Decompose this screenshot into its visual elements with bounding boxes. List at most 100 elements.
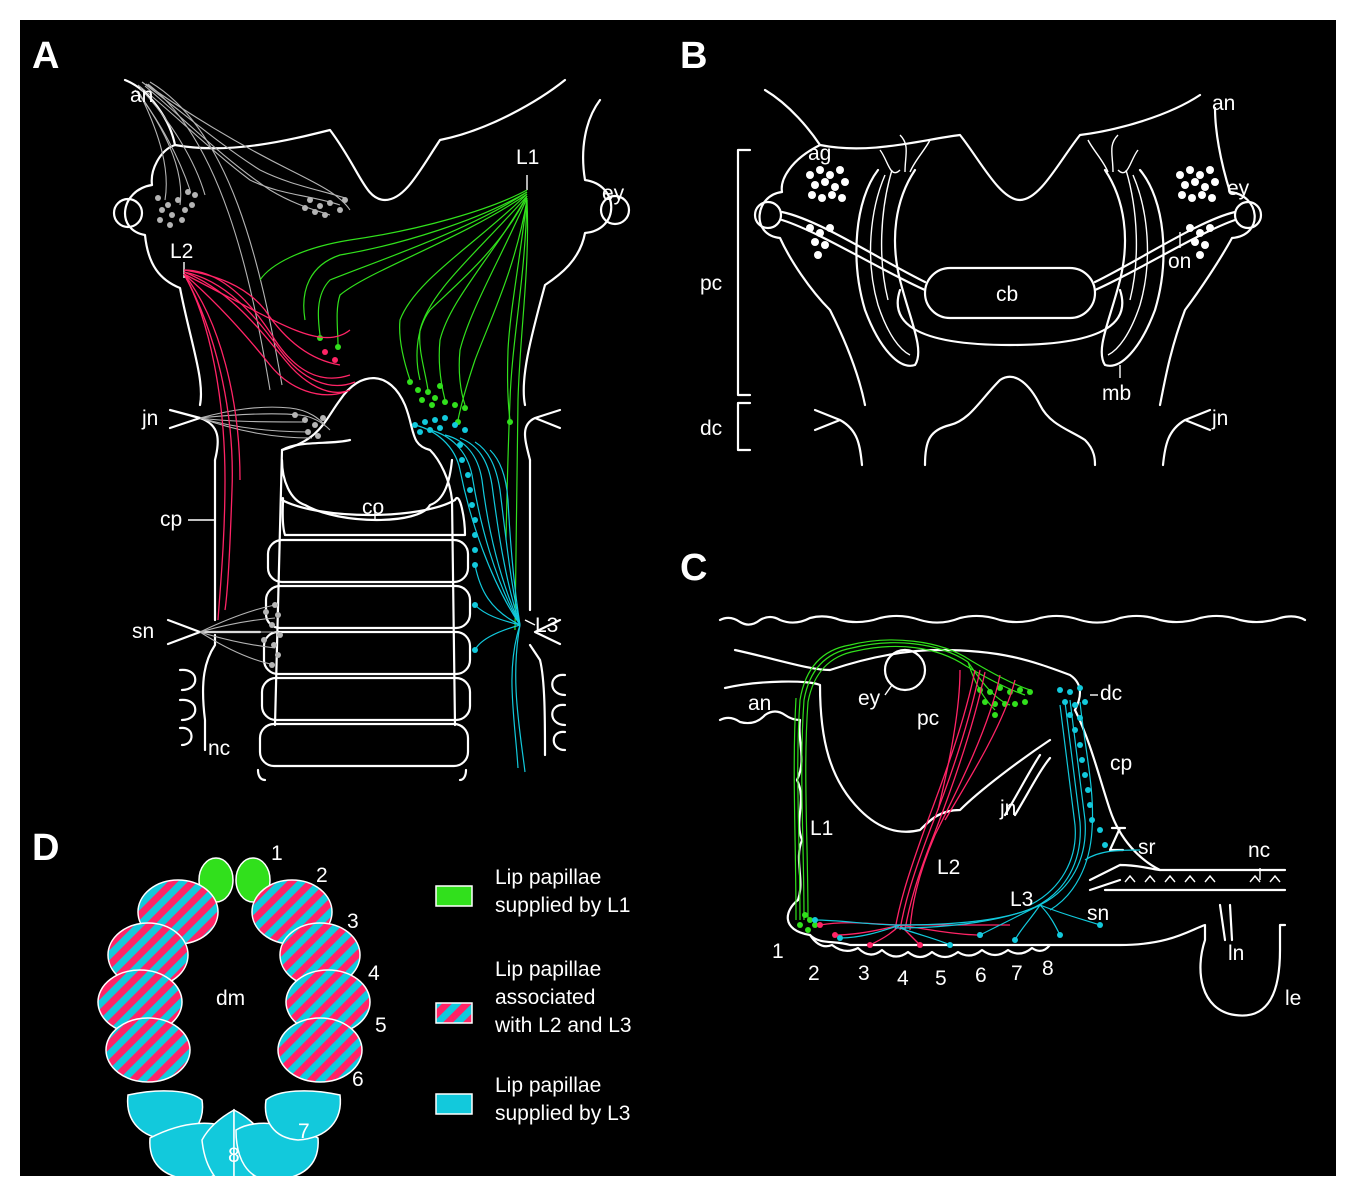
panel-c-small-ticks	[1125, 876, 1280, 882]
panel-c-label-cp: cp	[1110, 752, 1132, 775]
panel-a-jn-right	[525, 410, 560, 460]
papilla-5-right	[278, 1018, 362, 1082]
panel-c-label-l1: L1	[810, 817, 833, 840]
panel-a: A	[32, 35, 629, 780]
panel-b-label-ag: ag	[808, 142, 831, 165]
panel-b-ag-cluster-left	[806, 166, 849, 259]
panel-c-label-le: le	[1285, 987, 1301, 1010]
figure-frame: A	[20, 20, 1336, 1176]
panel-c-papilla-number: 6	[975, 964, 987, 987]
panel-b-label-an: an	[1212, 92, 1235, 115]
panel-a-label-l1: L1	[516, 146, 539, 169]
legend-text-line: Lip papillae	[495, 958, 601, 981]
panel-c-papilla-numbers: 1 2 3 4 5 6 7 8	[772, 940, 1054, 990]
panel-a-label-sn: sn	[132, 620, 154, 643]
panel-a-head-outline	[125, 80, 565, 200]
panel-b-label-mb: mb	[1102, 382, 1131, 405]
panel-a-l2-nerve-fibers	[184, 262, 355, 620]
panel-c-papilla-number: 2	[808, 962, 820, 985]
panel-b-dc-bracket	[738, 403, 750, 450]
panel-d-label-dm: dm	[216, 987, 245, 1010]
panel-a-ventral-rings	[258, 498, 470, 780]
panel-a-l1-nerve-dots	[317, 335, 513, 425]
panel-c-eye	[885, 650, 925, 690]
panel-b-label-cb: cb	[996, 283, 1018, 306]
legend-text-line: Lip papillae	[495, 1074, 601, 1097]
panel-b-label-jn: jn	[1211, 407, 1228, 430]
figure-canvas: A	[20, 20, 1336, 1176]
panel-a-jn-nerve-fibers	[200, 407, 330, 439]
panel-c-l3-nerve-dots	[812, 685, 1108, 948]
lip-papillae-ring	[98, 858, 370, 1176]
panel-b-eye-right	[1235, 202, 1261, 228]
panel-b-pc-bracket	[738, 150, 750, 395]
panel-a-label-ey: ey	[602, 182, 625, 205]
panel-d-papilla-number: 3	[347, 910, 359, 933]
papilla-5-left	[106, 1018, 190, 1082]
panel-c-label-an: an	[748, 692, 771, 715]
legend-text-line: associated	[495, 986, 595, 1009]
panel-c-letter: C	[680, 547, 707, 589]
panel-c-label-ey: ey	[858, 687, 881, 710]
panel-a-label-l2: L2	[170, 240, 193, 263]
panel-c-label-nc: nc	[1248, 839, 1270, 862]
panel-a-label-cp: cp	[160, 508, 182, 531]
panel-b-label-dc: dc	[700, 417, 722, 440]
panel-a-body-left-wall	[203, 460, 215, 750]
panel-a-an-nerve-fibers	[135, 82, 350, 390]
legend-swatch-striped	[436, 1003, 472, 1023]
panel-c: C	[680, 547, 1305, 1016]
panel-a-label-l3: L3	[535, 614, 558, 637]
panel-b-label-on: on	[1168, 250, 1191, 273]
panel-b: B	[680, 35, 1261, 465]
legend-text-line: supplied by L1	[495, 894, 630, 917]
panel-c-label-jn: jn	[999, 797, 1016, 820]
panel-d-letter: D	[32, 827, 59, 869]
panel-b-letter: B	[680, 35, 707, 77]
panel-a-nc-right-folds	[552, 675, 565, 750]
panel-c-papilla-number: 7	[1011, 962, 1023, 985]
panel-c-papilla-number: 4	[897, 967, 909, 990]
panel-d-papilla-number: 4	[368, 962, 380, 985]
panel-c-ey-tick	[885, 685, 892, 695]
panel-c-papilla-number: 3	[858, 962, 870, 985]
panel-a-label-an: an	[130, 84, 153, 107]
panel-c-papilla-number: 5	[935, 967, 947, 990]
panel-a-label-nc: nc	[208, 737, 230, 760]
panel-c-dorsal-wavy-line	[720, 616, 1305, 625]
panel-c-papilla-number: 8	[1042, 957, 1054, 980]
panel-d-papilla-number: 7	[298, 1120, 310, 1143]
panel-a-body-right-wall	[530, 460, 545, 755]
panel-a-an-nerve-dots	[155, 189, 348, 228]
panel-a-label-co: co	[362, 496, 384, 519]
panel-b-optic-nerve-right	[1095, 212, 1235, 290]
panel-c-label-dc: dc	[1100, 682, 1122, 705]
panel-c-label-pc: pc	[917, 707, 939, 730]
panel-c-sr-bracket	[1110, 828, 1125, 850]
panel-c-ln-nerve	[1220, 905, 1232, 940]
panel-c-label-l2: L2	[937, 856, 960, 879]
panel-b-label-pc: pc	[700, 272, 722, 295]
panel-b-lower-hump	[925, 377, 1095, 465]
panel-a-label-jn: jn	[141, 407, 158, 430]
legend-swatch-cyan	[436, 1094, 472, 1114]
panel-d-papilla-number: 8	[228, 1144, 240, 1167]
panel-d-papilla-number: 1	[271, 842, 283, 865]
panel-c-head-outline	[735, 650, 1080, 710]
panel-c-label-l3: L3	[1010, 888, 1033, 911]
panel-d: D dm 1 2 3 4	[32, 827, 632, 1176]
panel-c-papilla-number: 1	[772, 940, 784, 963]
legend-item-l3: Lip papillae supplied by L3	[436, 1074, 630, 1125]
panel-d-papilla-number: 6	[352, 1068, 364, 1091]
panel-c-label-sn: sn	[1087, 902, 1109, 925]
legend-item-l1: Lip papillae supplied by L1	[436, 866, 630, 917]
panel-b-label-ey: ey	[1227, 177, 1250, 200]
legend-text-line: supplied by L3	[495, 1102, 630, 1125]
legend-swatch-green	[436, 886, 472, 906]
panel-c-label-ln: ln	[1228, 942, 1244, 965]
panel-b-jn-left	[815, 410, 862, 465]
legend-text-line: Lip papillae	[495, 866, 601, 889]
panel-b-jn-right	[1163, 410, 1210, 465]
legend-text-line: with L2 and L3	[494, 1014, 632, 1037]
legend-item-l2-l3: Lip papillae associated with L2 and L3	[436, 958, 632, 1037]
